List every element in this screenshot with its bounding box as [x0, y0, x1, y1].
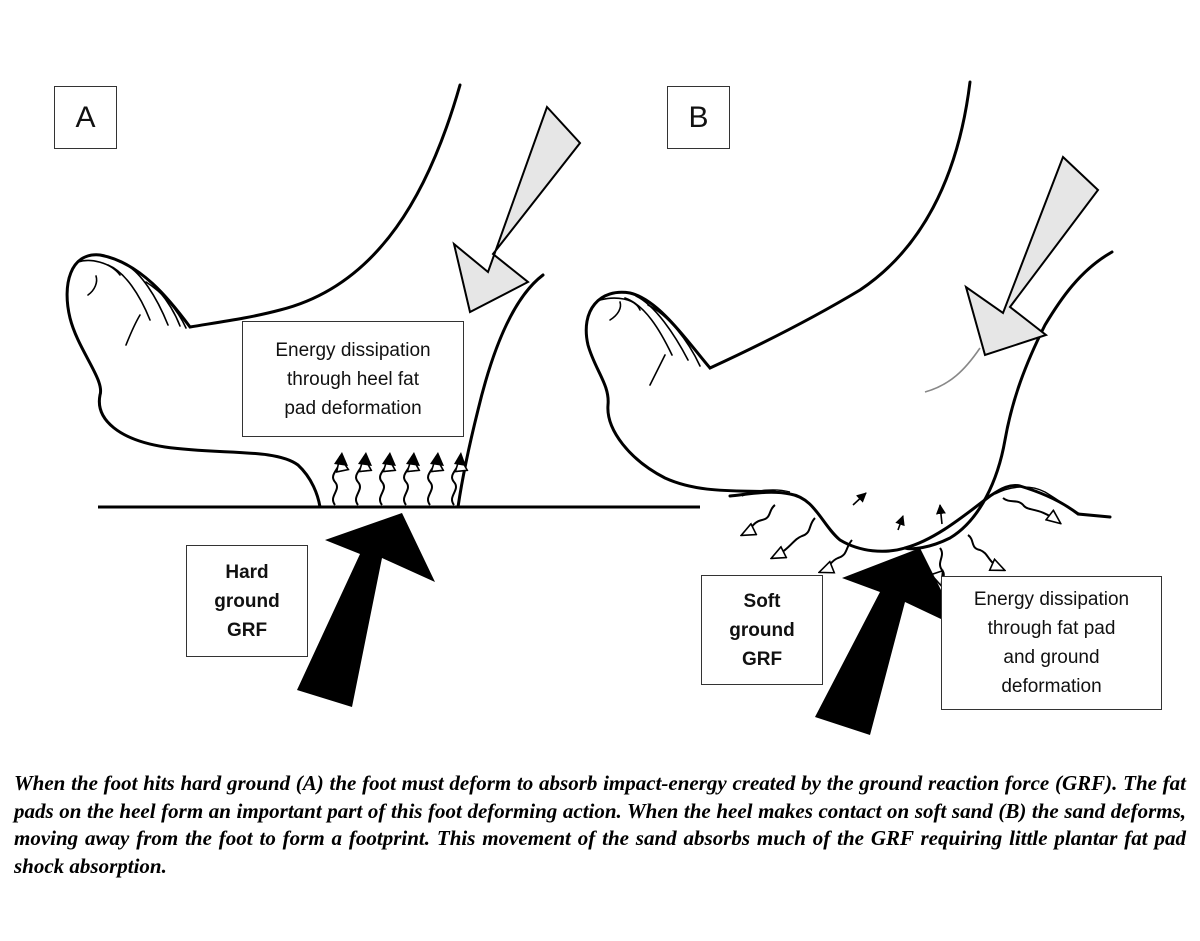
- grf-line: Soft: [743, 590, 781, 612]
- grf-line: GRF: [741, 648, 783, 670]
- foot-a-toes: [77, 259, 187, 346]
- note-line: pad deformation: [284, 397, 422, 419]
- small-arrow-icon: [895, 515, 905, 531]
- figure-caption: When the foot hits hard ground (A) the f…: [14, 771, 1186, 878]
- foot-b-outline: [584, 80, 972, 494]
- wavy-arrow-icon: [1002, 497, 1060, 523]
- foot-impact-diagram: [65, 80, 1114, 735]
- wavy-arrow-icon: [772, 517, 816, 558]
- impact-arrow-b: [964, 155, 1100, 357]
- heel-small-arrows-b: [852, 492, 946, 531]
- small-arrow-icon: [935, 504, 946, 525]
- grf-line: ground: [729, 619, 795, 641]
- soft-ground-line: [728, 484, 1112, 553]
- foot-b-heel-outline: [903, 250, 1114, 551]
- foot-b-toes: [599, 295, 701, 386]
- grf-line: ground: [214, 590, 280, 612]
- note-line: deformation: [1001, 676, 1102, 697]
- heel-fat-pad-note: Energy dissipation through heel fat pad …: [242, 321, 464, 437]
- sand-ridge-right: [994, 486, 1081, 515]
- foot-b-ankle-crease: [924, 347, 981, 393]
- heel-wave-arrows-a: [332, 458, 460, 506]
- panel-a-letter: A: [54, 86, 117, 149]
- fat-pad-ground-note: Energy dissipation through fat pad and g…: [941, 576, 1162, 710]
- note-line: through fat pad: [987, 618, 1116, 639]
- panel-b: [584, 80, 1114, 735]
- wavy-arrow-icon: [403, 458, 412, 506]
- impact-arrow-a: [452, 105, 582, 314]
- wavy-arrow-icon: [820, 539, 853, 572]
- note-line: through heel fat: [286, 368, 420, 390]
- heel-wave-arrowheads-a: [334, 452, 466, 466]
- panel-b-letter: B: [667, 86, 730, 149]
- wavy-arrow-icon: [379, 458, 388, 506]
- note-line: Energy dissipation: [275, 339, 431, 361]
- wavy-arrow-icon: [332, 458, 340, 506]
- grf-arrow-a: [297, 513, 435, 707]
- note-line: Energy dissipation: [973, 589, 1130, 610]
- soft-ground-grf-label: Soft ground GRF: [701, 575, 823, 685]
- hard-ground-grf-label: Hard ground GRF: [186, 545, 308, 657]
- grf-line: GRF: [226, 619, 268, 641]
- wavy-arrow-icon: [967, 534, 1004, 570]
- grf-arrow-b: [815, 548, 960, 735]
- foot-a-heel-outline: [456, 273, 545, 509]
- wavy-arrow-icon: [742, 504, 776, 535]
- wavy-arrow-icon: [355, 458, 364, 506]
- grf-line: Hard: [225, 561, 269, 583]
- note-line: and ground: [1003, 647, 1100, 668]
- wavy-arrow-icon: [427, 458, 436, 506]
- panel-a: [65, 83, 700, 707]
- foot-a-outline: [65, 83, 462, 509]
- wavy-arrow-icon: [451, 458, 460, 506]
- small-arrow-icon: [852, 492, 867, 506]
